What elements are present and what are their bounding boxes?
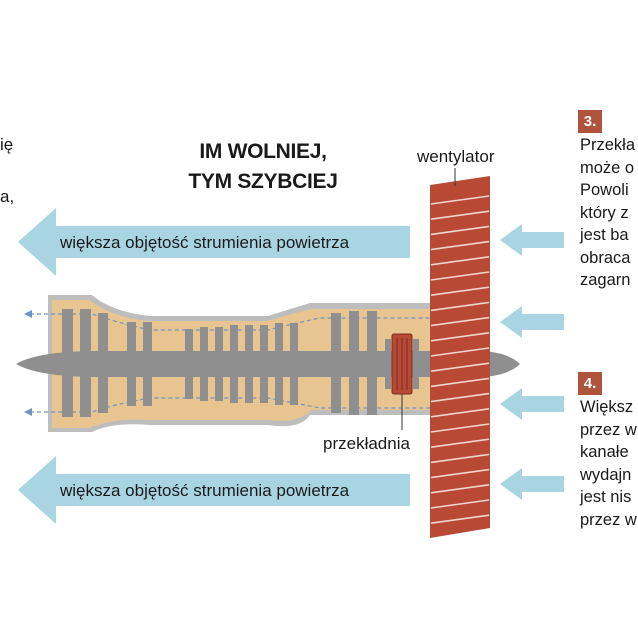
step-4-line: kanałe [580, 443, 629, 461]
fan-blade-line [430, 423, 490, 433]
step-3-line: obraca [580, 248, 631, 267]
fan-blades [430, 176, 490, 538]
step-3-line: Powoli [580, 181, 629, 199]
fan-blade-line [430, 377, 490, 388]
fan-blade-line [430, 362, 490, 372]
fan-blade-line [430, 332, 490, 342]
step-4-text: Większ przez w kanałe wydajn jest nis pr… [580, 396, 637, 531]
step-4-line: Większ [580, 398, 634, 416]
step-4-line: przez w [580, 510, 637, 529]
airflow-label-top: większa objętość strumienia powietrza [60, 233, 350, 252]
fan-blade-line [430, 210, 490, 220]
step-3-text: Przekła może o Powoli który z jest ba ob… [580, 134, 635, 292]
airflow-label-bottom: większa objętość strumienia powietrza [60, 481, 350, 500]
step-4-line: wydajn [580, 465, 632, 484]
flow-arrowhead-bottom [24, 408, 32, 416]
left-fragment-1: ię [0, 135, 14, 154]
fan-blade-line [430, 499, 490, 509]
fan-blade-line [430, 225, 490, 236]
headline-line-2: TYM SZYBCIEJ [188, 170, 338, 193]
step-3-line: Przekła [580, 136, 636, 154]
fan-blade-line [430, 453, 490, 464]
step-4-badge: 4. [578, 372, 602, 395]
step-3-line: jest ba [580, 226, 629, 244]
fan-blade-line [430, 301, 490, 312]
intake-arrows [500, 224, 564, 500]
fan-blade-line [430, 316, 490, 327]
step-3-badge: 3. [578, 110, 602, 133]
fan-blade-line [430, 392, 490, 403]
fan-blade-line [430, 256, 490, 266]
step-3-line: może o [580, 158, 635, 177]
fan-blade-line [430, 514, 490, 524]
fan-blade-line [430, 408, 490, 418]
fan-blade-line [430, 438, 490, 448]
airflow-arrow-bottom [18, 456, 410, 524]
fan-blade-lines [430, 195, 490, 524]
gearbox-icon [385, 333, 419, 395]
step-3-line: zagarn [580, 271, 631, 289]
gearbox-label: przekładnia [323, 434, 410, 453]
headline: IM WOLNIEJ, TYM SZYBCIEJ [150, 137, 376, 197]
fan-blade-line [430, 271, 490, 281]
headline-line-1: IM WOLNIEJ, [199, 140, 327, 163]
fan-blade-line [430, 347, 490, 357]
flow-arrowhead-top [24, 310, 32, 318]
fan-blade-line [430, 286, 490, 296]
fan-blade-line [430, 195, 490, 205]
fan-blade-line [430, 484, 490, 494]
step-3-line: który z [580, 203, 629, 222]
step-4-line: jest nis [580, 488, 632, 506]
fan-label: wentylator [417, 147, 495, 166]
fan-blade-line [430, 468, 490, 479]
airflow-arrow-top [18, 208, 410, 276]
turbine-discs [62, 309, 377, 417]
fan-blade-line [430, 240, 490, 251]
step-4-line: przez w [580, 420, 637, 439]
left-fragment-2: a, [0, 187, 15, 206]
